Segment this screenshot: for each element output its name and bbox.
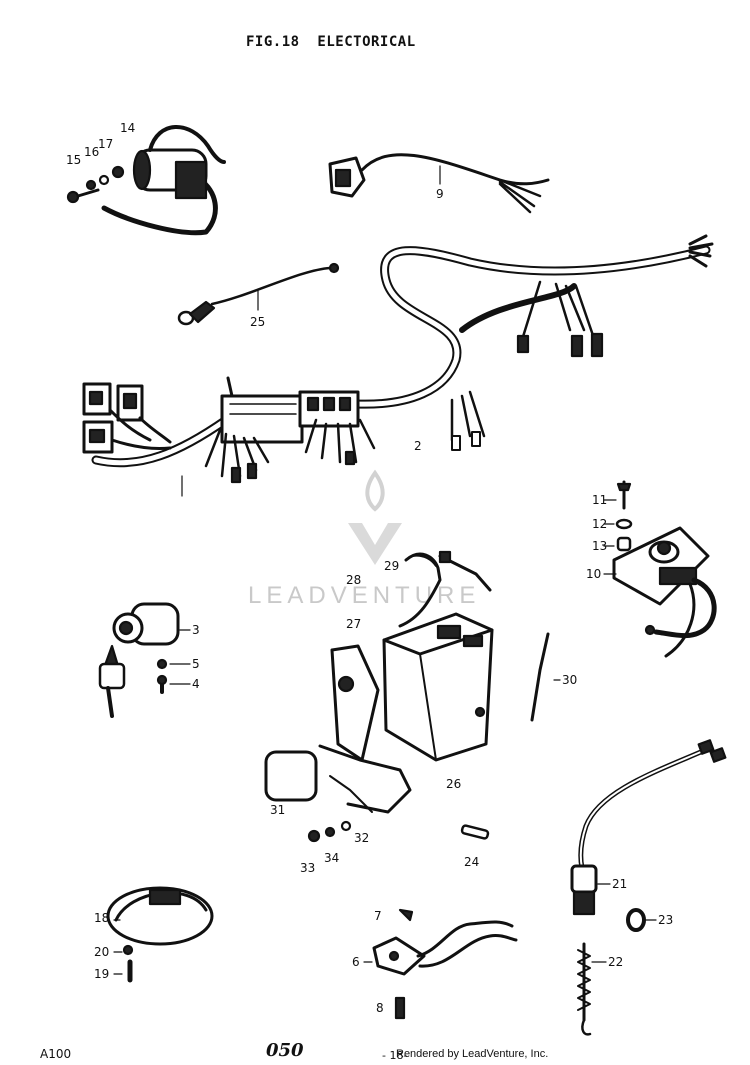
- connector-wire-9: [328, 153, 550, 214]
- leader-lines: [113, 499, 657, 975]
- callout-15: 15: [66, 153, 82, 167]
- callout-22: 22: [608, 955, 624, 969]
- ignition-switch: [98, 602, 180, 718]
- callout-13: 13: [592, 539, 608, 553]
- figure-code: A100: [40, 1047, 72, 1061]
- pin-24: [460, 824, 490, 840]
- lead-wire-25: [177, 262, 340, 326]
- battery-case: [264, 644, 412, 843]
- regulator: [612, 480, 717, 658]
- battery-bracket: [398, 550, 492, 628]
- callout-4: 4: [192, 677, 200, 691]
- leadventure-logo-watermark: [348, 469, 402, 565]
- page-number: 050: [266, 1040, 304, 1061]
- ignition-coil: [66, 125, 226, 236]
- callout-9: 9: [436, 187, 444, 201]
- callout-23: 23: [658, 913, 674, 927]
- callout-18: 18: [94, 911, 110, 925]
- callout-5: 5: [192, 657, 200, 671]
- page-fragment: - 18-: [382, 1049, 408, 1062]
- callout-14: 14: [120, 121, 136, 135]
- callout-29: 29: [384, 559, 400, 573]
- callout-33: 33: [300, 861, 316, 875]
- callout-28: 28: [346, 573, 362, 587]
- callout-3: 3: [192, 623, 200, 637]
- callout-10: 10: [586, 567, 602, 581]
- callout-25: 25: [250, 315, 266, 329]
- callout-26: 26: [446, 777, 462, 791]
- callout-7: 7: [374, 909, 382, 923]
- main-wiring-harness: [82, 234, 714, 497]
- callout-19: 19: [94, 967, 110, 981]
- relay: [372, 908, 518, 1020]
- callout-16: 16: [84, 145, 100, 159]
- callout-11: 11: [592, 493, 608, 507]
- stop-switch: [570, 739, 727, 1036]
- callout-8: 8: [376, 1001, 384, 1015]
- battery: [382, 612, 494, 762]
- callout-17: 17: [98, 137, 114, 151]
- callout-31: 31: [270, 803, 286, 817]
- callout-34: 34: [324, 851, 340, 865]
- callout-20: 20: [94, 945, 110, 959]
- wire-30: [530, 632, 550, 722]
- horn: [106, 886, 214, 983]
- callout-12: 12: [592, 517, 608, 531]
- render-credit: Rendered by LeadVenture, Inc.: [396, 1048, 549, 1060]
- callout-32: 32: [354, 831, 370, 845]
- callout-30: 30: [562, 673, 578, 687]
- callout-6: 6: [352, 955, 360, 969]
- callout-2: 2: [414, 439, 422, 453]
- callout-24: 24: [464, 855, 480, 869]
- callout-27: 27: [346, 617, 362, 631]
- callout-21: 21: [612, 877, 628, 891]
- figure-title: FIG.18 ELECTORICAL: [246, 34, 416, 50]
